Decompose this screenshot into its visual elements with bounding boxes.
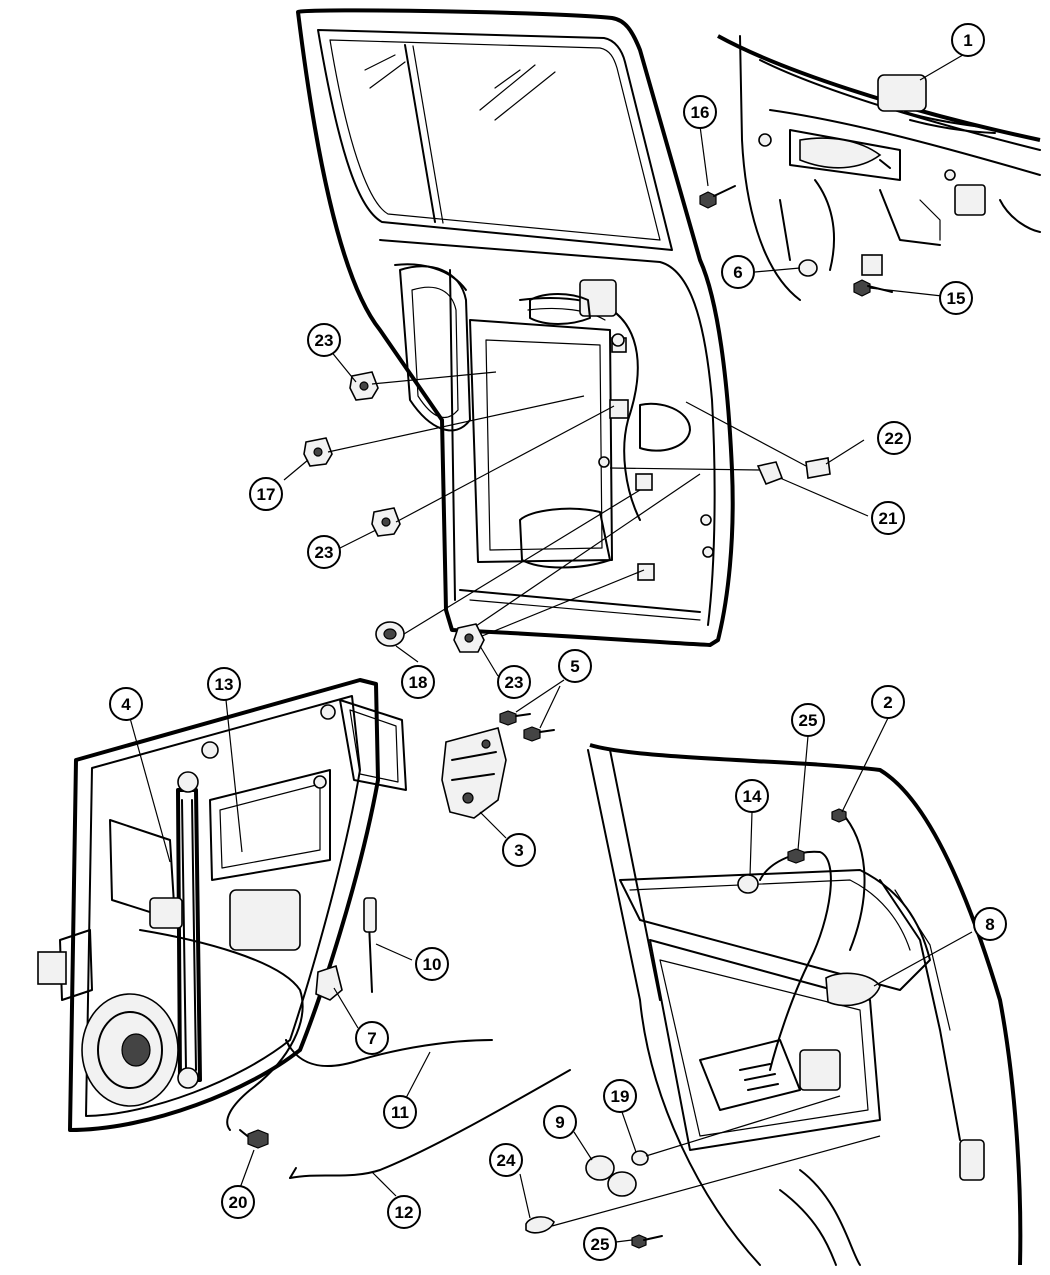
callouts: 1 2 3 4 5 6 7 8 9 10 11 12 13 14 15 16 1… [109,23,1007,1261]
callout-label: 13 [215,675,234,694]
callout-6: 6 [721,255,755,289]
callout-label: 9 [555,1113,564,1132]
callout-label: 6 [733,263,742,282]
callout-1: 1 [951,23,985,57]
callout-20: 20 [221,1185,255,1219]
callout-label: 2 [883,693,892,712]
callout-3: 3 [502,833,536,867]
callout-label: 25 [799,711,818,730]
callout-label: 11 [391,1103,409,1122]
callout-19: 19 [603,1079,637,1113]
callout-label: 4 [121,695,131,714]
callout-25-lower: 25 [583,1227,617,1261]
callout-2: 2 [871,685,905,719]
callout-18: 18 [401,665,435,699]
callout-label: 14 [743,787,762,806]
callout-8: 8 [973,907,1007,941]
callout-10: 10 [415,947,449,981]
leader-lines [129,51,973,1243]
callout-label: 23 [505,673,524,692]
callout-label: 16 [691,103,710,122]
callout-label: 8 [985,915,994,934]
callout-label: 3 [514,841,523,860]
callout-23-lower: 23 [497,665,531,699]
callout-12: 12 [387,1195,421,1229]
door-shell-assembly [296,8,735,647]
callout-label: 15 [947,289,966,308]
callout-label: 23 [315,543,334,562]
callout-label: 22 [885,429,904,448]
callout-4: 4 [109,687,143,721]
window-regulator-assembly [37,678,407,1149]
callout-17: 17 [249,477,283,511]
callout-24: 24 [489,1143,523,1177]
callout-16: 16 [683,95,717,129]
callout-23-middle: 23 [307,535,341,569]
callout-22: 22 [877,421,911,455]
callout-23-upper: 23 [307,323,341,357]
callout-label: 21 [879,509,898,528]
outside-handle-inset [699,34,1041,301]
callout-label: 1 [963,31,972,50]
callout-13: 13 [207,667,241,701]
callout-14: 14 [735,779,769,813]
callout-label: 19 [611,1087,630,1106]
callout-7: 7 [355,1021,389,1055]
callout-label: 24 [497,1151,516,1170]
callout-label: 10 [423,955,442,974]
callout-label: 20 [229,1193,248,1212]
callout-label: 18 [409,673,428,692]
callout-15: 15 [939,281,973,315]
callout-5: 5 [558,649,592,683]
callout-11: 11 [383,1095,417,1129]
callout-25-upper: 25 [791,703,825,737]
callout-label: 12 [395,1203,414,1222]
door-inner-lower-assembly [525,743,1023,1266]
callout-label: 23 [315,331,334,350]
callout-9: 9 [543,1105,577,1139]
callout-21: 21 [871,501,905,535]
callout-label: 5 [570,657,579,676]
clips-17-23 [303,371,831,653]
callout-label: 25 [591,1235,610,1254]
callout-label: 17 [257,485,276,504]
callout-label: 7 [367,1029,376,1048]
latch-and-rods [285,710,571,1179]
